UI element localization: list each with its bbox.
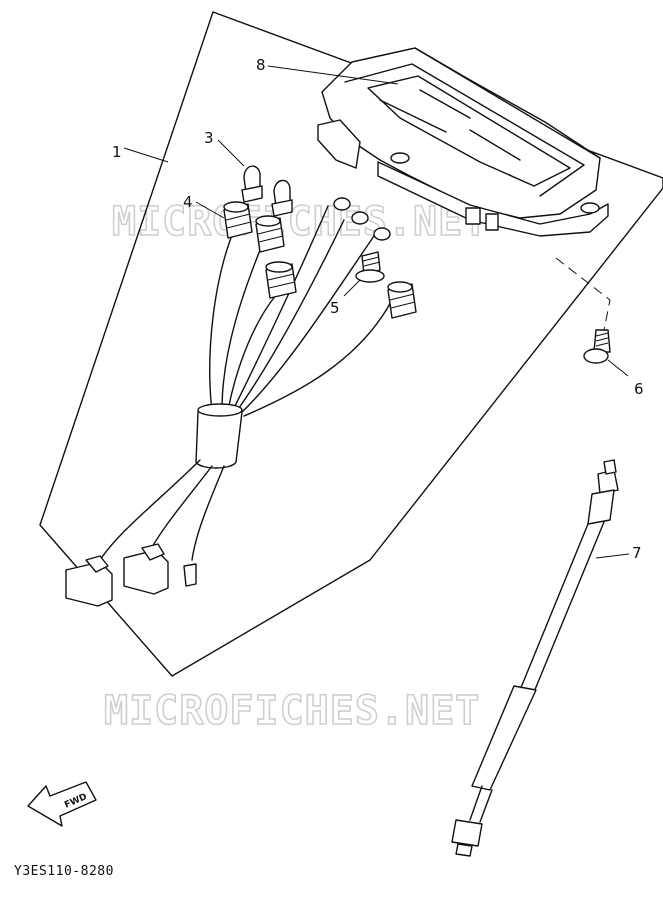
assembly-outline — [39, 11, 663, 677]
drawing-code: Y3ES110-8280 — [14, 864, 114, 879]
forward-arrow-icon: FWD — [27, 781, 97, 827]
callout-5: 5 — [330, 299, 340, 317]
callout-7: 7 — [632, 544, 642, 562]
meter-housing — [317, 47, 609, 237]
watermark-top: MICROFICHES.NET — [112, 199, 488, 245]
callout-3: 3 — [204, 129, 214, 147]
watermark-bottom: MICROFICHES.NET — [104, 688, 480, 734]
wire-harness — [65, 197, 393, 607]
speedometer-cable — [451, 459, 619, 857]
bulb-socket-center — [255, 215, 285, 253]
bulb-socket-right — [387, 281, 417, 319]
callout-8: 8 — [256, 56, 266, 74]
callout-1: 1 — [112, 143, 122, 161]
bulb-socket-left — [223, 201, 253, 239]
bulb-extra — [271, 179, 293, 217]
screw — [583, 329, 611, 364]
callout-6: 6 — [634, 380, 644, 398]
leader-lines — [123, 65, 630, 559]
bulb-socket-lower — [265, 261, 297, 299]
fitting-line — [555, 257, 611, 331]
bulb-5 — [355, 251, 385, 283]
bulb-3 — [241, 165, 263, 203]
callout-4: 4 — [183, 193, 193, 211]
